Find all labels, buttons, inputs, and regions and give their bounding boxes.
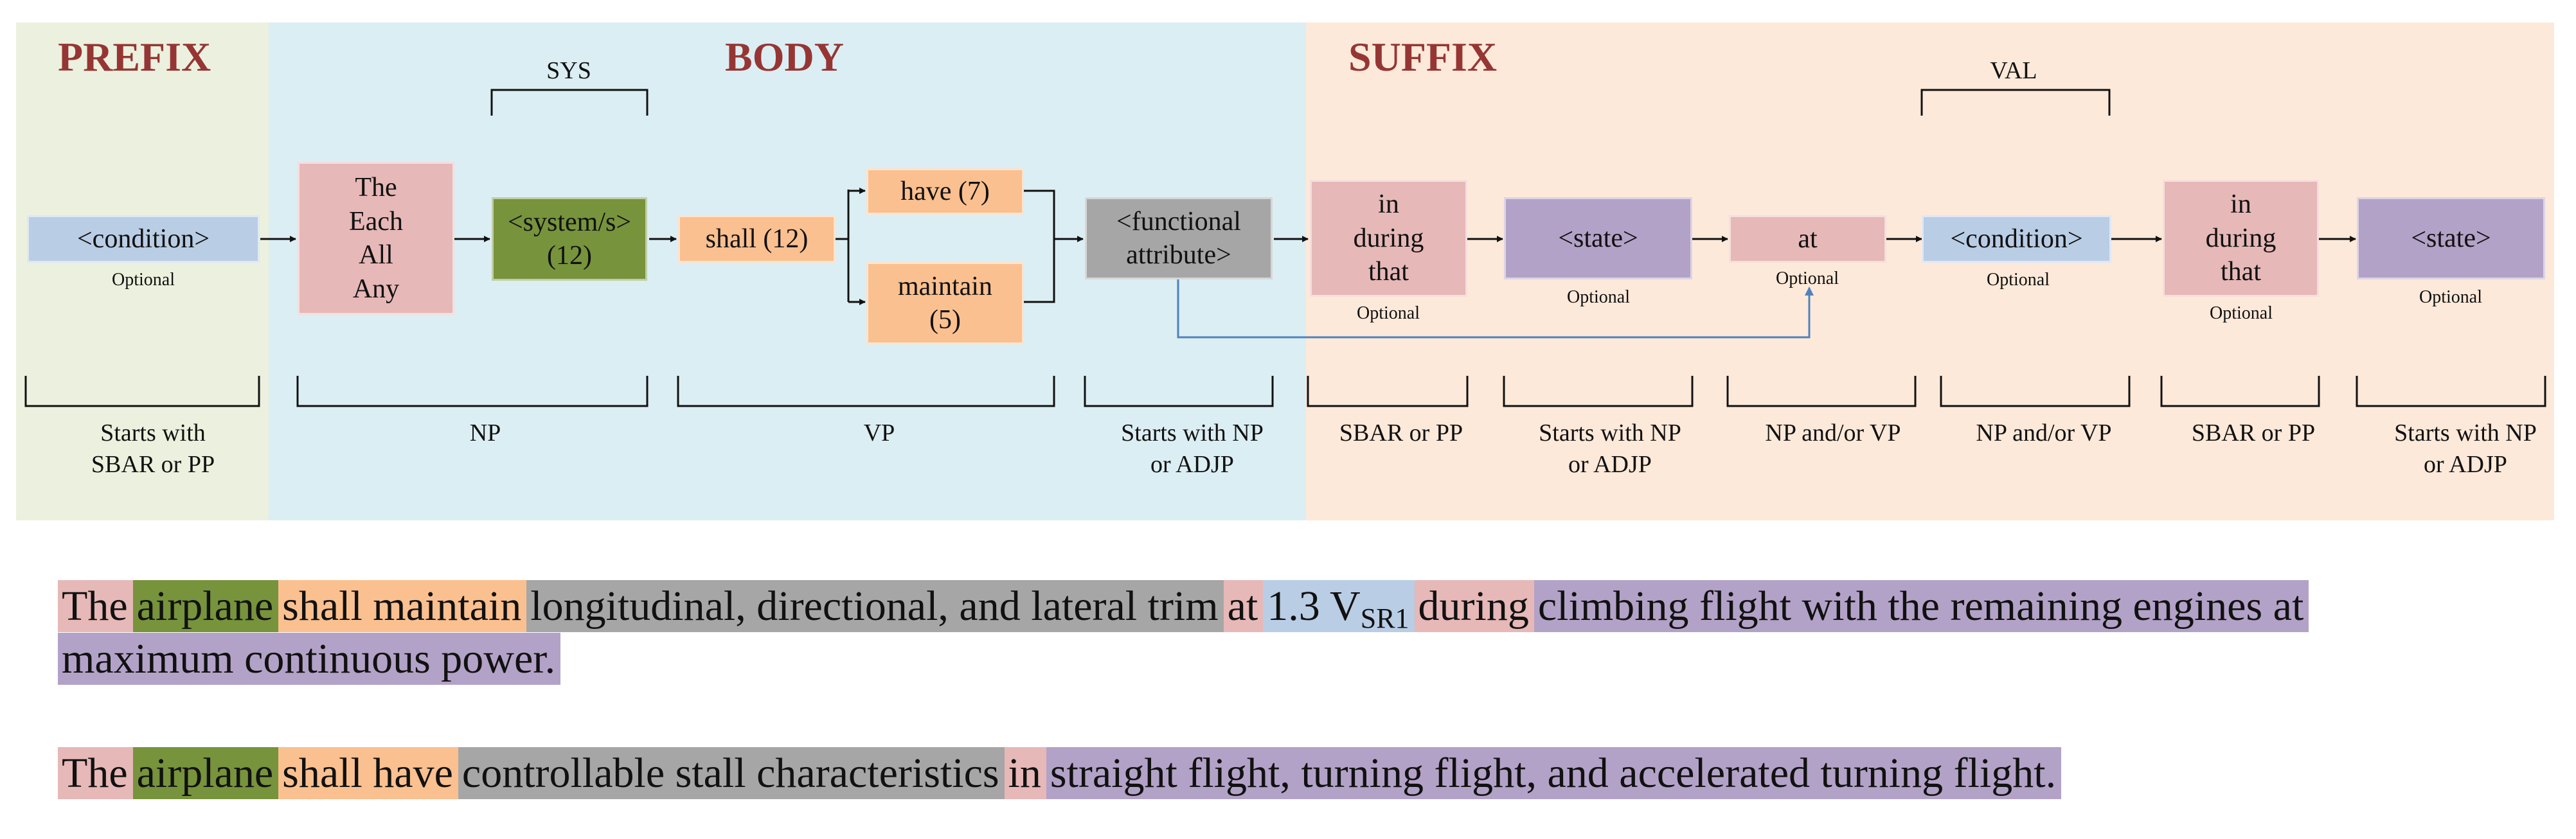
system-box: <system/s> (12) (492, 197, 647, 281)
condition-label: <condition> (76, 224, 210, 254)
condition-subscript: SR1 (1360, 603, 1409, 634)
category-line: Starts with NP (1539, 420, 1681, 446)
state-label: <state> (2411, 223, 2491, 253)
category-line: NP and/or VP (1976, 420, 2112, 446)
functional-label-2: attribute> (1126, 240, 1231, 270)
category-line: or ADJP (1150, 451, 1234, 479)
optional-note: Optional (2419, 287, 2482, 307)
segment-functional-attribute: controllable stall characteristics (458, 747, 1005, 799)
optional-note: Optional (2210, 303, 2273, 323)
quantifier-any: Any (352, 274, 400, 304)
category-vp: VP (864, 418, 895, 449)
state-label: <state> (1558, 223, 1638, 253)
segment-quantifier: The (58, 747, 133, 799)
functional-label-1: <functional (1116, 206, 1241, 236)
maintain-count: (5) (929, 305, 961, 335)
optional-note: Optional (1776, 269, 1839, 288)
system-count: (12) (547, 241, 592, 270)
category-sbar-2: SBAR or PP (2192, 418, 2315, 449)
category-state-1: Starts with NP or ADJP (1539, 418, 1681, 481)
category-line: Starts with (100, 420, 206, 446)
temporal-that: that (2221, 257, 2261, 287)
prefix-title: PREFIX (58, 34, 211, 80)
segment-verb: shall have (278, 747, 458, 799)
val-label: VAL (1990, 57, 2037, 84)
val-bracket (1920, 89, 2111, 116)
maintain-label: maintain (898, 271, 992, 301)
optional-note: Optional (1357, 303, 1420, 323)
temporal-that: that (1368, 257, 1409, 287)
at-box: at (1729, 215, 1886, 263)
prefix-region (16, 22, 269, 520)
temporal-box-2: in during that (2163, 180, 2319, 297)
suffix-title: SUFFIX (1348, 34, 1498, 80)
sys-bracket (490, 89, 648, 116)
temporal-box-1: in during that (1310, 180, 1467, 297)
temporal-in: in (1378, 190, 1399, 220)
category-line: Starts with NP (2394, 420, 2537, 446)
segment-functional-attribute: longitudinal, directional, and lateral t… (526, 580, 1224, 632)
category-line: or ADJP (1568, 451, 1652, 479)
category-line: Starts with NP (1121, 420, 1264, 446)
have-box: have (7) (866, 168, 1024, 215)
functional-attribute-box: <functional attribute> (1085, 197, 1273, 279)
optional-note: Optional (112, 270, 175, 290)
segment-temporal: at (1223, 580, 1264, 632)
category-np: NP (470, 418, 501, 449)
category-state-2: Starts with NP or ADJP (2394, 418, 2537, 481)
sys-label: SYS (546, 57, 591, 84)
segment-quantifier: The (58, 580, 133, 632)
category-line: or ADJP (2424, 451, 2507, 479)
category-line: SBAR or PP (91, 451, 215, 479)
maintain-box: maintain (5) (866, 262, 1024, 344)
at-label: at (1798, 224, 1818, 254)
category-at: NP and/or VP (1765, 418, 1901, 449)
have-label: have (7) (900, 176, 990, 206)
category-prefix: Starts with SBAR or PP (91, 418, 215, 481)
segment-system: airplane (132, 747, 279, 799)
category-condition: NP and/or VP (1976, 418, 2111, 449)
segment-condition: 1.3 VSR1 (1263, 580, 1415, 634)
category-line: SBAR or PP (1339, 420, 1463, 446)
quantifier-box: The Each All Any (298, 162, 454, 315)
segment-system: airplane (132, 580, 279, 632)
temporal-during: during (2205, 223, 2276, 253)
category-line: NP (469, 420, 501, 446)
condition-box-prefix: <condition> (27, 215, 260, 263)
body-title: BODY (725, 34, 844, 80)
segment-temporal: during (1414, 580, 1534, 632)
quantifier-each: Each (349, 206, 403, 236)
shall-box: shall (12) (678, 215, 836, 263)
condition-value: 1.3 V (1267, 583, 1361, 630)
condition-label: <condition> (1950, 224, 2083, 254)
optional-note: Optional (1987, 270, 2050, 290)
shall-label: shall (12) (705, 224, 809, 254)
segment-state: straight flight, turning flight, and acc… (1046, 747, 2062, 799)
category-line: VP (863, 420, 895, 446)
category-line: SBAR or PP (2191, 420, 2316, 446)
segment-temporal: in (1004, 747, 1046, 799)
quantifier-the: The (355, 173, 397, 202)
quantifier-all: All (359, 240, 393, 270)
category-functional: Starts with NP or ADJP (1121, 418, 1264, 481)
system-label: <system/s> (507, 207, 632, 237)
state-box-1: <state> (1504, 197, 1692, 279)
temporal-during: during (1353, 223, 1424, 253)
category-line: NP and/or VP (1765, 420, 1901, 446)
temporal-in: in (2230, 190, 2251, 220)
category-sbar-1: SBAR or PP (1339, 418, 1463, 449)
optional-note: Optional (1567, 287, 1630, 307)
state-box-2: <state> (2357, 197, 2545, 279)
condition-box-suffix: <condition> (1922, 215, 2111, 263)
segment-verb: shall maintain (278, 580, 527, 632)
